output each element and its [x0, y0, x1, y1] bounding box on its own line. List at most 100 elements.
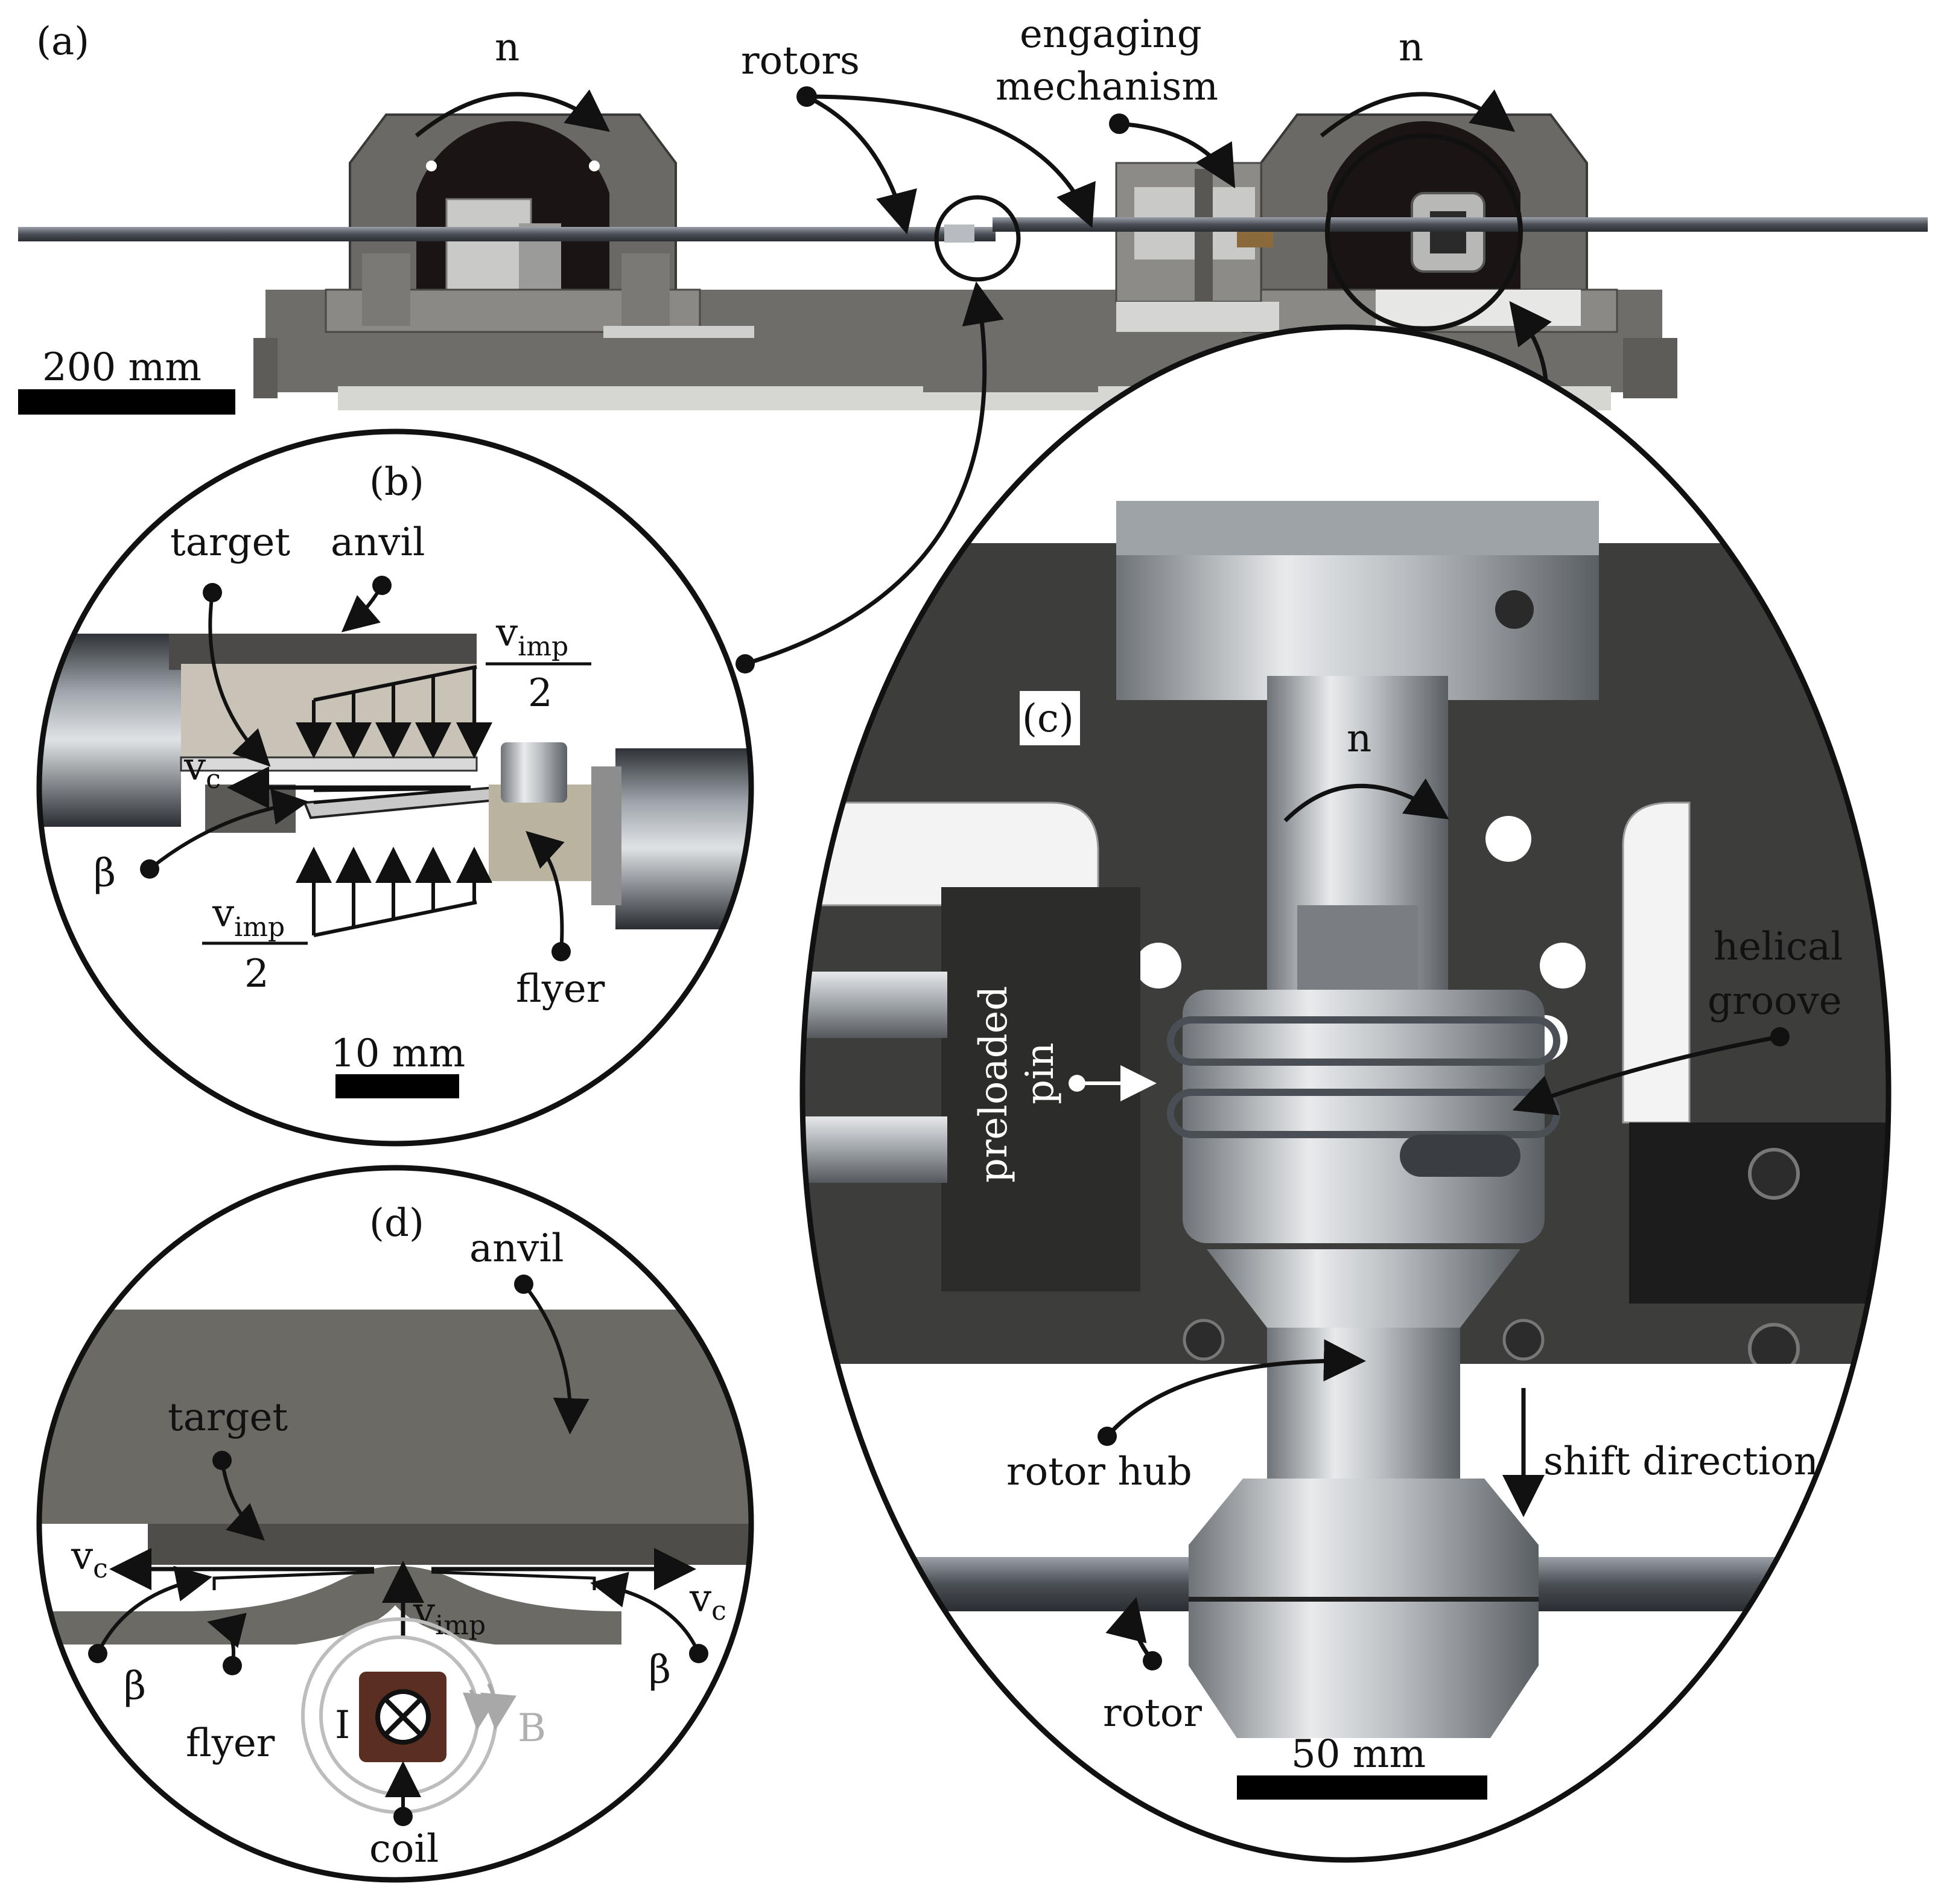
b-half-top: 2: [528, 671, 553, 716]
b-flyer-leader: [526, 830, 565, 952]
b-beta-label: β: [94, 851, 116, 896]
d-flyer: [39, 1566, 621, 1645]
b-top-load: [296, 665, 492, 759]
detail-circle-b: [934, 195, 1021, 282]
b-half-bottom: 2: [244, 952, 269, 996]
d-target-label: target: [168, 1395, 288, 1440]
c-scale-bar: [1237, 1775, 1487, 1800]
rotation-arrow-left: [415, 89, 611, 138]
scale-label-a: 200 mm: [42, 345, 202, 390]
b-beta-wedge: [313, 787, 471, 804]
engaging-label-line1: engaging: [1020, 12, 1202, 57]
d-current-label: I: [335, 1703, 350, 1748]
c-plate-hole-1: [1485, 816, 1531, 862]
c-upper-shaft-lower: [1297, 905, 1418, 996]
left-rotor-housing: [325, 113, 701, 333]
d-vimp-label: vimp: [413, 1590, 486, 1641]
b-anvil-label: anvil: [331, 520, 425, 565]
b-vc-label: vc: [183, 745, 221, 795]
c-plate-hole-2: [1136, 943, 1181, 989]
d-beta-wedge-left: [212, 1570, 375, 1590]
c-right-bracket: [1622, 801, 1691, 1124]
d-vc-left-label: vc: [71, 1534, 108, 1584]
d-flyer-leader: [207, 1613, 247, 1666]
b-vimp-top: vimp: [495, 611, 568, 662]
c-helical-line2: groove: [1708, 979, 1842, 1024]
panel-b: (b) target anvil vimp 2 vc β: [36, 428, 754, 1147]
d-target-leader: [220, 1460, 265, 1541]
c-bolt-1: [1748, 1148, 1800, 1200]
c-helical-line1: helical: [1714, 925, 1843, 969]
c-shift-label: shift direction: [1543, 1439, 1819, 1484]
b-vimp-bottom: vimp: [212, 891, 285, 943]
b-right-collar: [591, 766, 621, 905]
b-left-cylinder: [39, 634, 181, 827]
middle-plate: [603, 326, 754, 338]
engaging-label-line2: mechanism: [996, 65, 1218, 109]
base-plate-right-step: [1623, 338, 1677, 398]
c-preloaded-line2: pin: [1018, 1042, 1063, 1104]
rotors-leader-left: [805, 94, 917, 235]
b-bottom-load: [296, 847, 492, 937]
b-anvil-leader: [341, 584, 384, 632]
rotation-arrow-right: [1320, 89, 1516, 138]
c-rotor-label: rotor: [1103, 1691, 1202, 1736]
panel-b-tag: (b): [369, 460, 424, 505]
d-vc-right-label: vc: [689, 1576, 726, 1626]
b-beta-leader: [148, 789, 309, 871]
c-rotation-label: n: [1347, 716, 1371, 761]
b-right-cylinder: [615, 748, 751, 929]
c-right-rail: [1629, 1122, 1889, 1304]
d-detail-circle: [36, 1165, 754, 1883]
right-rotor-shaft: [993, 217, 1928, 232]
panel-c: (c) n helical groove preloaded pin rotor…: [799, 324, 1892, 1863]
c-hub-leader: [1105, 1339, 1366, 1438]
d-field-label: B: [518, 1706, 546, 1751]
rotation-label-left: n: [495, 25, 519, 70]
c-helical-leader: [1512, 1034, 1781, 1116]
c-rotor-hub-label: rotor hub: [1006, 1450, 1192, 1494]
detail-circle-c: [1325, 133, 1523, 331]
c-scale-label: 50 mm: [1291, 1732, 1426, 1777]
c-hub-cone: [1207, 1249, 1520, 1328]
b-detail-circle: [36, 428, 754, 1147]
c-left-rail-1: [802, 972, 947, 1038]
scale-bar-a: [18, 389, 235, 415]
rotors-label: rotors: [741, 39, 860, 83]
right-rotor-housing: [1242, 113, 1618, 333]
c-top-ring-band: [1116, 501, 1599, 555]
c-top-ring-hole: [1495, 590, 1534, 629]
b-target-label: target: [170, 520, 290, 565]
c-rotor-leader: [1105, 1597, 1154, 1663]
b-scale-bar: [335, 1074, 459, 1098]
d-anvil: [39, 1310, 751, 1524]
connector-b: [744, 281, 1004, 666]
b-flyer-pin: [501, 742, 567, 803]
b-target-plate: [180, 756, 478, 772]
c-detail-ellipse: [799, 324, 1892, 1863]
c-groove-slot: [1400, 1135, 1520, 1177]
engaging-mechanism-assembly: [1115, 162, 1279, 332]
rotors-leader-right: [806, 94, 1096, 228]
d-coil-label: coil: [369, 1827, 439, 1871]
b-scale-label: 10 mm: [331, 1031, 465, 1076]
c-hub-neck-lower: [1267, 1364, 1460, 1485]
c-groove-band-1: [1167, 1016, 1560, 1066]
d-beta-right-leader: [590, 1571, 701, 1655]
c-bolt-4: [1502, 1319, 1545, 1361]
base-plate-left-step: [253, 338, 278, 398]
rotation-label-right: n: [1399, 25, 1423, 70]
middle-rail: [923, 338, 1098, 392]
d-beta-right-label: β: [649, 1648, 671, 1692]
d-anvil-leader: [522, 1283, 589, 1434]
panel-d: (d) anvil target vc vc vimp β β flyer B: [36, 1165, 754, 1883]
d-field-arrow-2: [462, 1689, 499, 1730]
d-beta-left-label: β: [124, 1664, 146, 1708]
c-pin-block: [941, 887, 1140, 1291]
engaging-leader: [1119, 121, 1236, 189]
panel-c-tag: (c): [1022, 696, 1074, 741]
c-left-bracket: [802, 801, 1099, 906]
panel-d-tag: (d): [369, 1201, 424, 1246]
d-flyer-label: flyer: [186, 1721, 275, 1766]
